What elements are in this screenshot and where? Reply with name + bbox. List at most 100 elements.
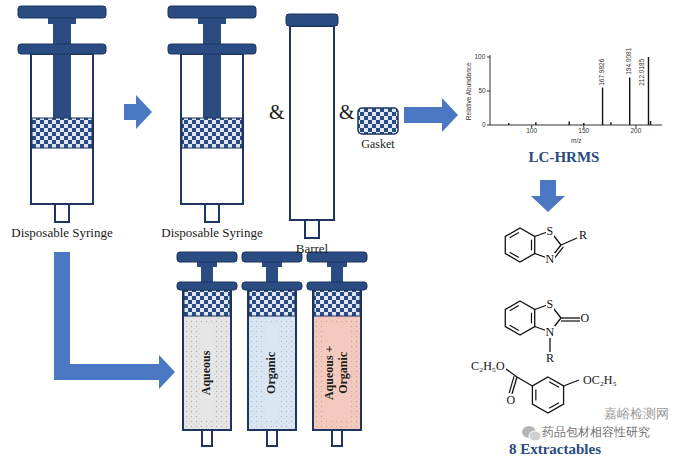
- structures-node: 8 Extractables: [480, 212, 630, 462]
- double-bond: [549, 403, 559, 409]
- spectrum-peak: [610, 122, 611, 125]
- arrow-head: [531, 196, 565, 212]
- atom-label: N: [545, 326, 556, 338]
- gasket-node: Gasket: [352, 100, 404, 162]
- atom-label: O: [580, 312, 591, 324]
- benzene-ring: [532, 377, 563, 413]
- technique-label: LC-HRMS: [458, 149, 670, 166]
- syringe-node: Disposable Syringe: [152, 6, 272, 252]
- plunger-stem: [327, 262, 347, 267]
- syringe-barrel: [248, 290, 296, 430]
- plunger-cap: [242, 252, 302, 262]
- syringe-tip: [267, 430, 277, 446]
- spectrum-peak: [629, 77, 630, 125]
- block-arrow: [531, 180, 565, 212]
- extraction-syringe: Organic: [240, 250, 304, 450]
- syringe-contents: [249, 316, 295, 429]
- component-label: Barrel: [284, 242, 340, 257]
- spectrum-peak: [648, 57, 649, 125]
- syringe-gasket: [314, 290, 360, 316]
- barrel-tip: [305, 220, 319, 238]
- wechat-icon: [529, 431, 541, 441]
- syringe-tip: [202, 430, 212, 446]
- block-arrow: [124, 95, 152, 129]
- arrow-head: [159, 355, 175, 389]
- atom-label: C₂H₅O: [470, 360, 506, 372]
- component-label: Disposable Syringe: [152, 226, 272, 241]
- arrow-shaft: [124, 104, 136, 120]
- double-bond: [510, 325, 519, 330]
- solvent-label: Aqueous: [200, 325, 214, 421]
- atom-label: S: [546, 225, 555, 237]
- arrow-head: [442, 98, 458, 132]
- chemical-bond: [561, 238, 577, 245]
- benzene-ring: [505, 228, 534, 262]
- plunger-cap: [177, 252, 237, 262]
- atom-label: S: [546, 298, 555, 310]
- tick-label: 50: [479, 88, 486, 95]
- watermark: 嘉峪检测网: [604, 407, 669, 420]
- ampersand: &: [339, 102, 355, 122]
- atom-label: R: [578, 229, 588, 241]
- benzene-ring: [505, 301, 534, 335]
- syringe-tip: [55, 204, 69, 222]
- barrel-flange: [242, 282, 302, 290]
- syringe-gasket: [249, 290, 295, 316]
- spectrum-peak: [508, 123, 509, 125]
- barrel-lid: [286, 14, 338, 26]
- double-bond: [510, 252, 519, 257]
- double-bond: [561, 320, 580, 321]
- spectrum-peak: [602, 88, 603, 125]
- double-bond: [535, 389, 536, 400]
- spectrum-peak: [569, 122, 570, 125]
- barrel-node: Barrel: [284, 10, 340, 262]
- syringe-tip: [205, 204, 219, 222]
- syringe-gasket: [182, 118, 242, 148]
- syringe-node: Disposable Syringe: [0, 6, 124, 252]
- component-label: Disposable Syringe: [0, 226, 124, 241]
- extraction-syringe: Aqueous + Organic: [305, 250, 369, 450]
- spectrum-peak: [583, 123, 584, 125]
- arrow-shaft: [540, 180, 556, 196]
- arrow-head: [136, 95, 152, 129]
- barrel-flange: [168, 44, 256, 54]
- syringe-contents: [314, 316, 360, 429]
- axis-tick: [487, 91, 490, 92]
- plunger-cap: [168, 6, 256, 18]
- axis-tick: [487, 125, 490, 126]
- barrel-flange: [307, 282, 367, 290]
- plunger-stem: [48, 18, 76, 24]
- tick-label: 200: [630, 128, 641, 135]
- syringe-gasket: [184, 290, 230, 316]
- solvent-label: Aqueous + Organic: [323, 325, 351, 421]
- double-bond: [509, 376, 514, 393]
- gasket-part: [358, 108, 398, 134]
- solvent-label: Organic: [265, 325, 279, 421]
- spectrum-y-axis: [490, 55, 491, 125]
- double-bond: [531, 240, 532, 251]
- spectrum-peak: [535, 122, 536, 125]
- barrel-body: [290, 26, 334, 220]
- tick-label: 0: [482, 122, 486, 129]
- chemical-bond: [506, 369, 517, 377]
- double-bond: [549, 382, 559, 388]
- spectrum-node: LC-HRMS: [458, 45, 670, 180]
- atom-label: R: [545, 352, 555, 364]
- axis-tick: [487, 57, 490, 58]
- peak-label: 194.0081: [627, 47, 634, 74]
- plunger-cap: [18, 6, 106, 18]
- ampersand: &: [269, 102, 285, 122]
- plunger-stem: [198, 18, 226, 24]
- chemical-bond: [517, 377, 532, 386]
- syringe-contents: [184, 316, 230, 429]
- syringe-tip: [332, 430, 342, 446]
- syringe-barrel: [313, 290, 361, 430]
- peak-label: 167.9826: [599, 58, 606, 85]
- tick-label: 150: [578, 128, 589, 135]
- block-arrow: [62, 252, 175, 389]
- atom-label: OC₂H₅: [582, 374, 618, 386]
- axis-title: Relative Abundance: [466, 62, 473, 120]
- barrel-flange: [177, 282, 237, 290]
- double-bond: [531, 313, 532, 324]
